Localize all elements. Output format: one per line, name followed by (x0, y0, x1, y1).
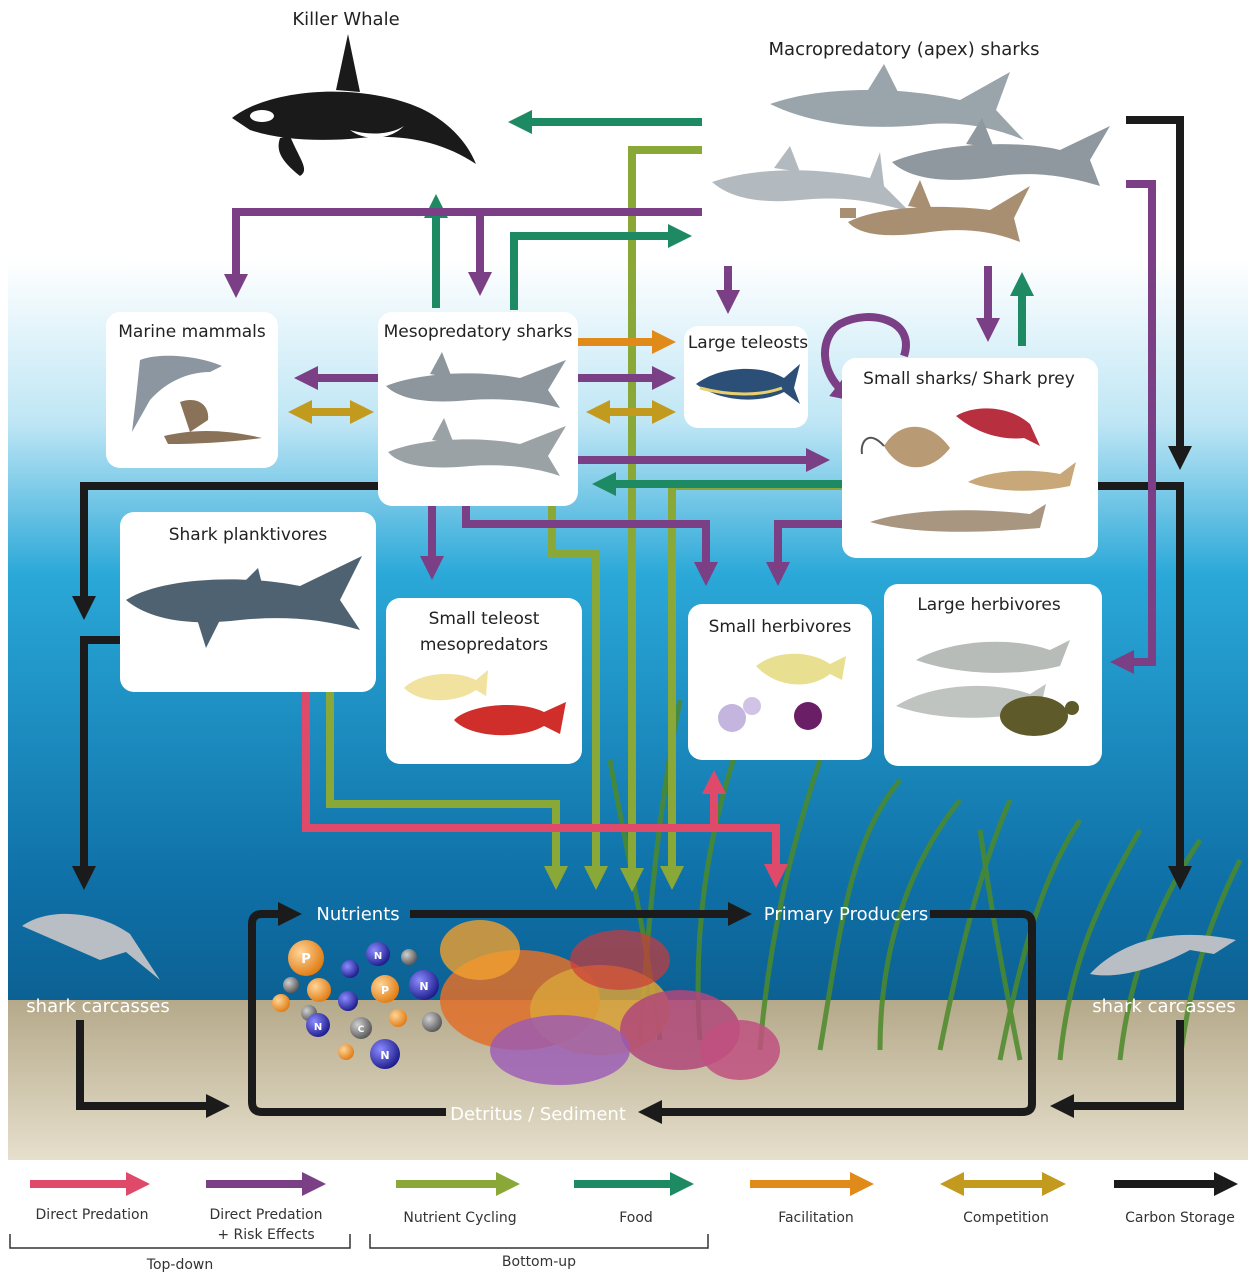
svg-text:C: C (358, 1025, 365, 1035)
top-down-label: Top-down (146, 1257, 213, 1273)
svg-text:Food: Food (619, 1210, 653, 1226)
small-teleost-label-1: Small teleost (429, 609, 540, 629)
invertebrates-illustration (718, 704, 746, 732)
sea-turtle-illustration (1000, 696, 1068, 736)
svg-text:P: P (381, 984, 389, 997)
bottom-up-label: Bottom-up (502, 1254, 576, 1270)
marine-mammals-box: Marine mammals (106, 312, 278, 468)
apex-sharks-illustration (712, 64, 1110, 242)
legend-item-food: Food (574, 1184, 682, 1226)
legend-item-competition: Competition (952, 1184, 1054, 1226)
small-teleost-box: Small teleost mesopredators (386, 598, 582, 764)
large-herbivores-label: Large herbivores (917, 595, 1061, 615)
svg-text:+ Risk Effects: + Risk Effects (217, 1227, 314, 1243)
svg-text:Competition: Competition (963, 1210, 1049, 1226)
svg-text:P: P (301, 952, 311, 967)
large-herbivores-box: Large herbivores (884, 584, 1102, 766)
bottom-up-bracket (370, 1234, 708, 1248)
legend-item-facilitation: Facilitation (750, 1184, 862, 1226)
left-carcass-label: shark carcasses (26, 996, 169, 1017)
killer-whale-illustration (232, 34, 476, 176)
svg-text:N: N (374, 951, 382, 962)
small-herbivores-box: Small herbivores (688, 604, 872, 760)
legend-item-carbon-storage: Carbon Storage (1114, 1184, 1235, 1226)
svg-text:Facilitation: Facilitation (778, 1210, 854, 1226)
right-carcass-label: shark carcasses (1092, 996, 1235, 1017)
nutrients-label: Nutrients (316, 904, 399, 925)
mesopredatory-sharks-box: Mesopredatory sharks (378, 312, 578, 506)
svg-text:Direct Predation: Direct Predation (36, 1207, 149, 1223)
svg-text:Direct Predation: Direct Predation (210, 1207, 323, 1223)
svg-text:N: N (314, 1022, 322, 1033)
svg-text:Carbon Storage: Carbon Storage (1125, 1210, 1235, 1226)
small-sharks-box: Small sharks/ Shark prey (842, 358, 1098, 558)
legend: Direct Predation Direct Predation + Risk… (10, 1184, 1235, 1273)
sea-urchin-illustration (794, 702, 822, 730)
marine-mammals-label: Marine mammals (118, 322, 266, 342)
svg-text:N: N (419, 980, 428, 993)
small-sharks-label: Small sharks/ Shark prey (863, 369, 1075, 389)
legend-item-direct-predation: Direct Predation (30, 1184, 148, 1223)
large-teleosts-label: Large teleosts (688, 333, 808, 353)
mesopredatory-sharks-label: Mesopredatory sharks (384, 322, 573, 342)
legend-item-predation-risk: Direct Predation + Risk Effects (206, 1184, 322, 1243)
svg-text:Nutrient Cycling: Nutrient Cycling (403, 1210, 516, 1226)
small-teleost-label-2: mesopredators (420, 635, 548, 655)
shark-planktivores-label: Shark planktivores (169, 525, 328, 545)
primary-producers-label: Primary Producers (764, 904, 928, 925)
shark-planktivores-box: Shark planktivores (120, 512, 376, 692)
svg-text:N: N (380, 1049, 389, 1062)
apex-sharks-label: Macropredatory (apex) sharks (769, 39, 1040, 60)
detritus-label: Detritus / Sediment (450, 1104, 626, 1125)
legend-item-nutrient-cycling: Nutrient Cycling (396, 1184, 517, 1226)
killer-whale-label: Killer Whale (292, 9, 399, 30)
large-teleosts-box: Large teleosts (684, 326, 808, 428)
small-herbivores-label: Small herbivores (709, 617, 852, 637)
